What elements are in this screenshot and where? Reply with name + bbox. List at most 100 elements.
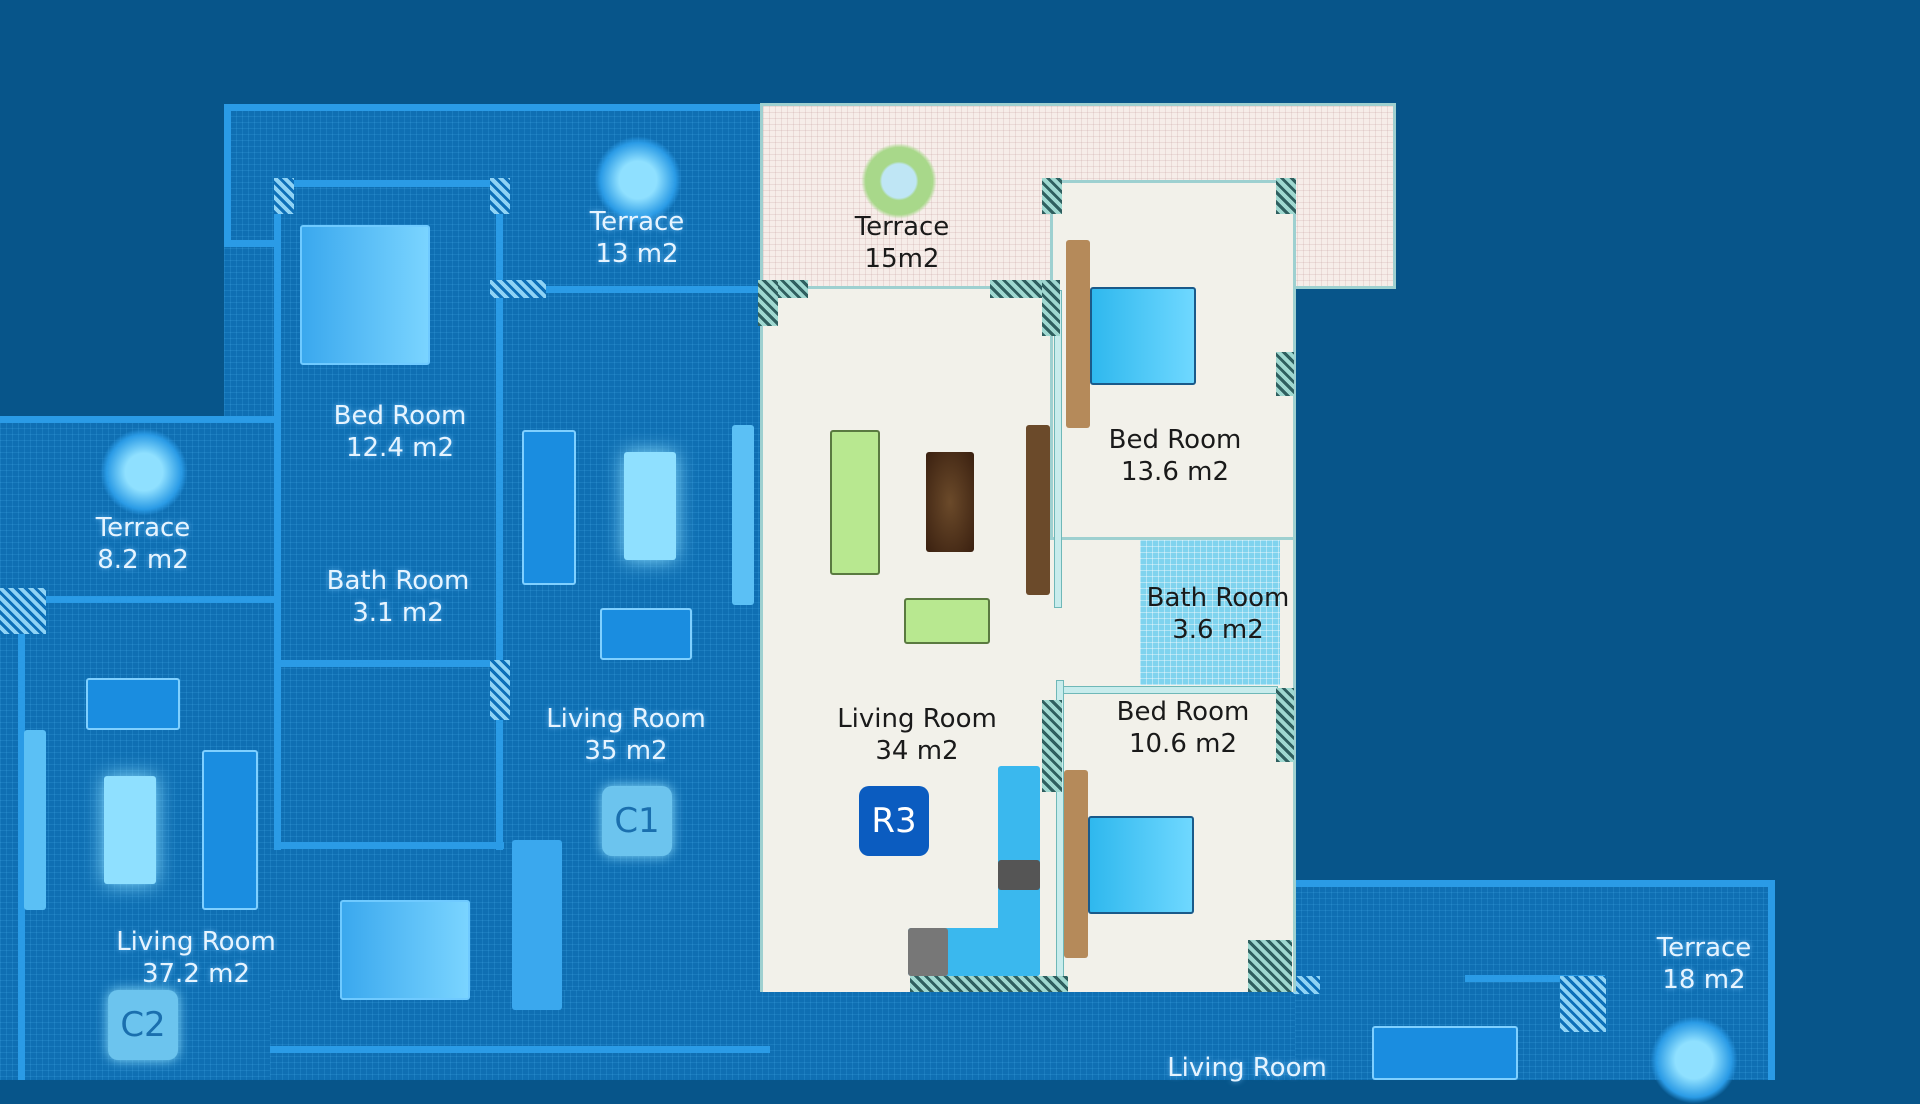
column [758, 280, 778, 326]
coffee-table [624, 452, 676, 560]
wall [1768, 880, 1775, 1080]
wall [274, 180, 504, 187]
wall [224, 104, 231, 244]
column [490, 178, 510, 214]
column [1276, 178, 1296, 214]
room-area: 15m2 [864, 244, 940, 274]
blueprint-terrace-left [0, 416, 280, 1080]
column [1042, 178, 1062, 214]
unit-badge-r3[interactable]: R3 [859, 786, 929, 856]
room-area: 13.6 m2 [1120, 457, 1230, 487]
wall [1295, 880, 1775, 887]
terrace-table-icon [1650, 1016, 1738, 1104]
tv-unit [1026, 425, 1050, 595]
room-name: Bed Room [333, 401, 467, 431]
room-area: 35 m2 [584, 736, 668, 766]
column [274, 178, 294, 214]
bathroom-tiles [1140, 540, 1280, 685]
wardrobe [1064, 770, 1088, 958]
sofa [202, 750, 258, 910]
room-label-living-room: Living Room [1167, 1052, 1327, 1084]
wall [274, 842, 504, 849]
wall [224, 240, 274, 247]
sofa [86, 678, 180, 730]
column [1042, 700, 1062, 792]
column [910, 976, 1068, 992]
wall [496, 180, 503, 850]
room-name: Bath Room [1146, 583, 1290, 613]
column [1560, 976, 1606, 1032]
wall [18, 596, 25, 1080]
sink [908, 928, 948, 976]
column [490, 660, 510, 720]
room-area: 3.1 m2 [352, 598, 444, 628]
room-area: 18 m2 [1662, 965, 1746, 995]
room-area: 34 m2 [875, 736, 959, 766]
wall [1058, 686, 1278, 694]
room-name: Terrace [854, 212, 950, 242]
sofa [522, 430, 576, 585]
column [1042, 280, 1060, 336]
room-area: 8.2 m2 [97, 545, 189, 575]
room-area: 37.2 m2 [141, 959, 251, 989]
room-name: Terrace [589, 207, 685, 237]
wall [0, 596, 280, 603]
sofa [1372, 1026, 1518, 1080]
room-area: 13 m2 [595, 239, 679, 269]
tv-unit [24, 730, 46, 910]
column [1276, 352, 1294, 396]
room-name: Living Room [1167, 1053, 1327, 1083]
sofa [600, 608, 692, 660]
room-area: 12.4 m2 [345, 433, 455, 463]
room-name: Living Room [116, 927, 276, 957]
bed [1090, 287, 1196, 385]
sofa [830, 430, 880, 575]
wardrobe [1066, 240, 1090, 428]
column [1290, 976, 1320, 994]
column [490, 280, 546, 298]
room-name: Bed Room [1108, 425, 1242, 455]
kitchen-counter [512, 840, 562, 1010]
wall [0, 416, 280, 423]
wall [496, 286, 760, 293]
terrace-table-icon [856, 138, 942, 224]
room-area: 10.6 m2 [1128, 729, 1238, 759]
wall [274, 660, 504, 667]
wall [270, 1046, 770, 1053]
bed [340, 900, 470, 1000]
room-name: Bath Room [326, 566, 470, 596]
wall [274, 180, 281, 850]
sofa [904, 598, 990, 644]
bed [300, 225, 430, 365]
room-area: 3.6 m2 [1172, 615, 1264, 645]
room-name: Bed Room [1116, 697, 1250, 727]
room-name: Terrace [95, 513, 191, 543]
room-name: Living Room [546, 704, 706, 734]
tv-unit [732, 425, 754, 605]
unit-badge-c2[interactable]: C2 [108, 990, 178, 1060]
room-name: Terrace [1656, 933, 1752, 963]
column [0, 588, 46, 634]
coffee-table [104, 776, 156, 884]
wall [1054, 290, 1062, 608]
stove [998, 860, 1040, 890]
room-name: Living Room [837, 704, 997, 734]
terrace-table-icon [100, 428, 188, 516]
wall [224, 104, 760, 111]
wall [1465, 975, 1605, 982]
coffee-table [926, 452, 974, 552]
bed [1088, 816, 1194, 914]
terrace-table-icon [594, 136, 682, 224]
column [1248, 940, 1292, 992]
unit-badge-c1[interactable]: C1 [602, 786, 672, 856]
